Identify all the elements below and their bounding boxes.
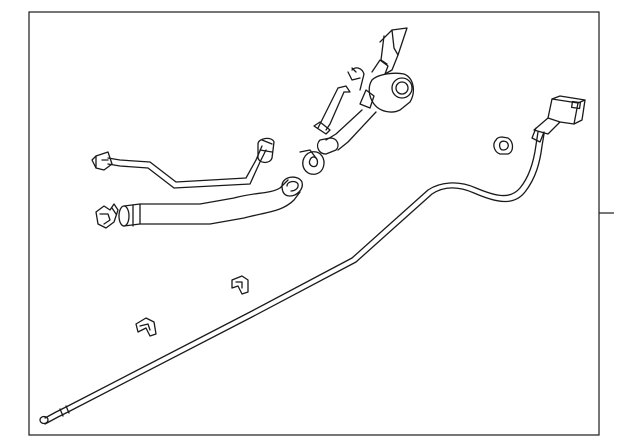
wire-harness-connector[interactable] <box>532 96 585 142</box>
line-end-collar-2 <box>66 406 69 413</box>
line-end-collar <box>60 409 63 416</box>
retaining-clip-upper[interactable] <box>232 276 248 294</box>
diagram-frame <box>28 11 600 436</box>
filler-cap <box>392 78 412 98</box>
line-end-fitting <box>40 417 48 424</box>
connector-latch <box>572 101 581 108</box>
fuel-hose-tube[interactable] <box>119 177 302 226</box>
long-fuel-line[interactable] <box>40 132 544 424</box>
vapor-line[interactable] <box>92 138 274 188</box>
retaining-clip-lower[interactable] <box>136 318 156 336</box>
hose-end-left <box>119 206 129 226</box>
gasket-ring[interactable] <box>300 150 324 174</box>
filler-cap-inner <box>396 82 408 94</box>
pigtail-clip[interactable] <box>494 137 513 154</box>
fuel-filler-neck-assembly[interactable] <box>314 28 413 154</box>
gas-cap-tether-clip[interactable] <box>96 204 118 228</box>
